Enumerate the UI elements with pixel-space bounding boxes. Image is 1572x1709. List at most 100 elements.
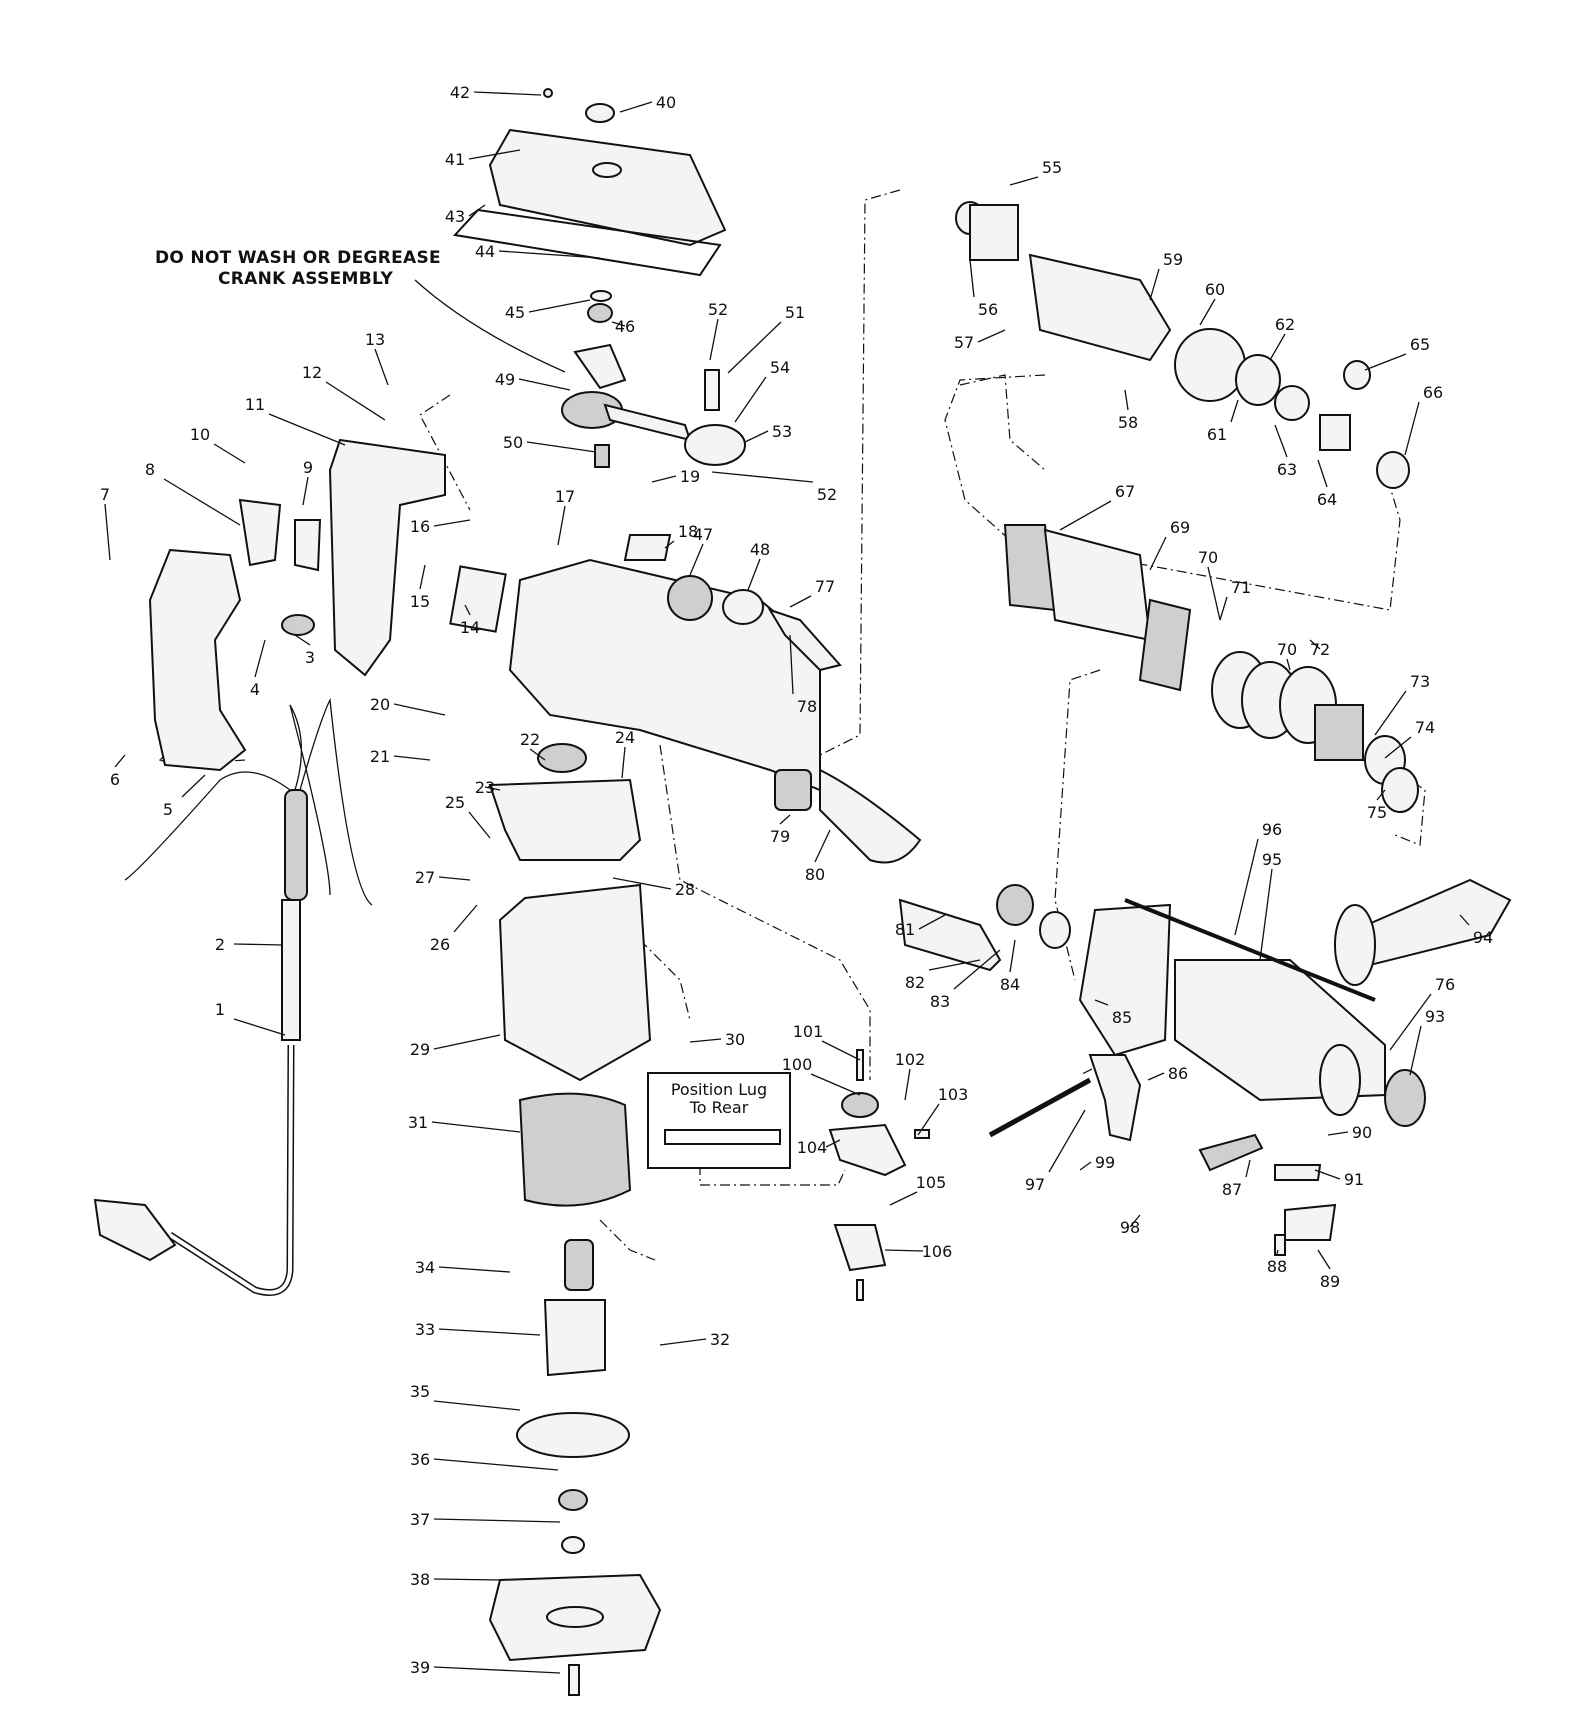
part-label-87: 87 <box>1222 1180 1242 1199</box>
leader-line-100 <box>810 1073 861 1096</box>
part-label-67: 67 <box>1115 482 1135 501</box>
part-label-6: 6 <box>110 770 120 789</box>
leader-line-71 <box>1219 596 1228 621</box>
part-label-61: 61 <box>1207 425 1227 444</box>
part-label-7: 7 <box>100 485 110 504</box>
part-label-73: 73 <box>1410 672 1430 691</box>
leader-line-25 <box>468 811 491 839</box>
part-label-96: 96 <box>1262 820 1282 839</box>
part-label-57: 57 <box>954 333 974 352</box>
part-label-44: 44 <box>475 242 495 261</box>
leader-line-37 <box>433 1518 561 1523</box>
leader-line-36 <box>433 1458 559 1471</box>
part-label-49: 49 <box>495 370 515 389</box>
leader-line-73 <box>1374 690 1407 736</box>
part-label-101: 101 <box>793 1022 824 1041</box>
part-label-24: 24 <box>615 728 635 747</box>
leader-line-16 <box>433 519 471 527</box>
leader-line-57 <box>977 329 1006 343</box>
part-label-100: 100 <box>782 1055 813 1074</box>
part-label-19: 19 <box>680 467 700 486</box>
leader-line-5 <box>181 774 206 798</box>
leader-line-7 <box>104 503 111 561</box>
part-label-91: 91 <box>1344 1170 1364 1189</box>
leader-line-63 <box>1274 424 1288 458</box>
part-label-1: 1 <box>215 1000 225 1019</box>
leader-line-17 <box>557 505 566 546</box>
leader-line-84 <box>1009 939 1016 973</box>
leader-line-69 <box>1149 536 1167 571</box>
part-label-52: 52 <box>817 485 837 504</box>
part-label-70: 70 <box>1277 640 1297 659</box>
part-label-84: 84 <box>1000 975 1020 994</box>
part-label-81: 81 <box>895 920 915 939</box>
part-label-34: 34 <box>415 1258 435 1277</box>
leader-line-91 <box>1314 1169 1341 1180</box>
leader-line-52 <box>711 471 814 483</box>
leader-line-79 <box>779 814 791 825</box>
part-label-74: 74 <box>1415 718 1435 737</box>
leader-line-15 <box>419 564 426 590</box>
part-depth-stop <box>828 1049 930 1301</box>
part-label-38: 38 <box>410 1570 430 1589</box>
leader-line-103 <box>917 1103 940 1136</box>
part-label-98: 98 <box>1120 1218 1140 1237</box>
part-label-95: 95 <box>1262 850 1282 869</box>
leader-line-62 <box>1269 333 1286 361</box>
part-label-13: 13 <box>365 330 385 349</box>
leader-line-8 <box>163 478 241 526</box>
leader-line-75 <box>1376 789 1386 801</box>
part-label-78: 78 <box>797 697 817 716</box>
leader-line-64 <box>1317 459 1328 488</box>
leader-line-39 <box>433 1666 561 1674</box>
part-label-11: 11 <box>245 395 265 414</box>
part-label-85: 85 <box>1112 1008 1132 1027</box>
part-label-30: 30 <box>725 1030 745 1049</box>
part-label-106: 106 <box>922 1242 953 1261</box>
part-label-65: 65 <box>1410 335 1430 354</box>
part-label-69: 69 <box>1170 518 1190 537</box>
part-label-17: 17 <box>555 487 575 506</box>
part-handle-housing <box>148 438 446 772</box>
part-label-4: 4 <box>250 680 260 699</box>
leader-line-101 <box>821 1040 861 1061</box>
crank-note: DO NOT WASH OR DEGREASE CRANK ASSEMBLY <box>155 248 566 373</box>
leader-line-77 <box>789 595 812 608</box>
leader-line-85 <box>1094 999 1109 1006</box>
leader-line-78 <box>789 634 794 695</box>
part-label-105: 105 <box>916 1173 947 1192</box>
leader-line-10 <box>213 443 246 464</box>
part-label-71: 71 <box>1231 578 1251 597</box>
part-label-10: 10 <box>190 425 210 444</box>
part-label-51: 51 <box>785 303 805 322</box>
leader-line-102 <box>904 1068 911 1101</box>
position-lug-box: Position Lug To Rear <box>647 1072 791 1169</box>
part-label-93: 93 <box>1425 1007 1445 1026</box>
part-label-63: 63 <box>1277 460 1297 479</box>
part-label-27: 27 <box>415 868 435 887</box>
part-label-33: 33 <box>415 1320 435 1339</box>
part-side-handle-parts <box>988 1054 1337 1256</box>
leader-line-76 <box>1389 993 1432 1051</box>
leader-line-19 <box>651 475 677 483</box>
leader-line-61 <box>1230 399 1239 423</box>
part-top-cover <box>453 88 727 277</box>
leader-line-51 <box>727 321 782 374</box>
part-label-48: 48 <box>750 540 770 559</box>
leader-line-70 <box>1207 566 1221 621</box>
leader-line-81 <box>918 914 946 930</box>
part-label-39: 39 <box>410 1658 430 1677</box>
leader-line-23 <box>484 786 501 791</box>
part-label-16: 16 <box>410 517 430 536</box>
leader-line-106 <box>884 1249 924 1252</box>
leader-line-86 <box>1147 1072 1165 1081</box>
part-label-32: 32 <box>710 1330 730 1349</box>
part-label-99: 99 <box>1095 1153 1115 1172</box>
part-label-104: 104 <box>797 1138 828 1157</box>
leader-line-55 <box>1009 176 1039 186</box>
part-label-97: 97 <box>1025 1175 1045 1194</box>
leader-line-6 <box>114 754 126 768</box>
part-label-52: 52 <box>708 300 728 319</box>
part-barrel-tube <box>955 201 1410 489</box>
